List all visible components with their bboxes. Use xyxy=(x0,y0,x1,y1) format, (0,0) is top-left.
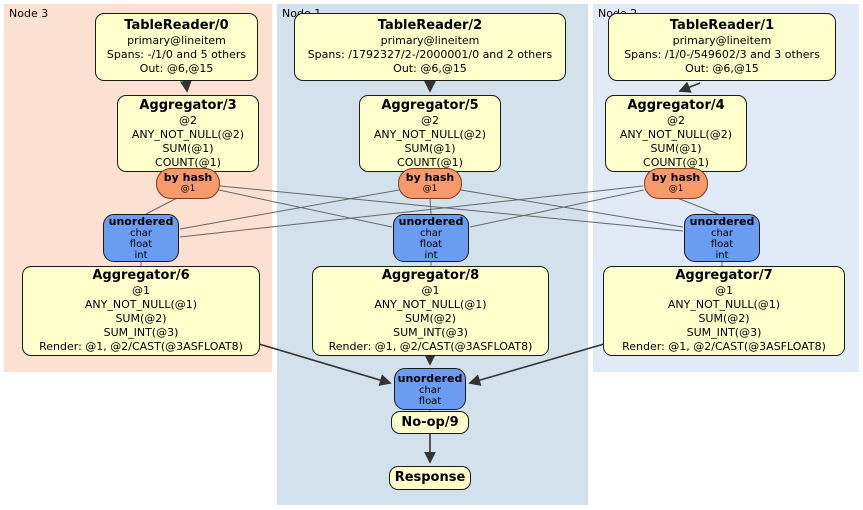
processor-detail: SUM_INT(@3) xyxy=(393,326,468,339)
processor-detail: Spans: /1/0-/549602/3 and 3 others xyxy=(624,48,820,61)
processor-detail: ANY_NOT_NULL(@2) xyxy=(619,127,733,141)
sync-unordered-final: unordered char float xyxy=(394,368,466,410)
processor-detail: SUM(@1) xyxy=(404,141,456,155)
sync-column-type: char xyxy=(418,384,442,396)
processor-title: TableReader/0 xyxy=(124,18,229,33)
processor-detail: SUM_INT(@3) xyxy=(103,326,179,339)
processor-title: Aggregator/6 xyxy=(92,268,190,283)
node-region-label: Node 3 xyxy=(9,7,49,20)
processor-detail: Spans: -/1/0 and 5 others xyxy=(106,48,247,61)
processor-tablereader-0: TableReader/0 primary@lineitem Spans: -/… xyxy=(95,13,258,81)
processor-detail: @1 xyxy=(132,284,150,297)
processor-title: TableReader/1 xyxy=(669,18,775,33)
processor-detail: @1 xyxy=(421,284,440,297)
processor-detail: primary@lineitem xyxy=(380,34,480,47)
sync-column-type: float xyxy=(419,239,443,250)
sync-column-type: int xyxy=(715,250,729,261)
processor-title: TableReader/2 xyxy=(377,18,483,33)
processor-detail: ANY_NOT_NULL(@2) xyxy=(373,127,487,141)
processor-aggregator-6: Aggregator/6 @1 ANY_NOT_NULL(@1) SUM(@2)… xyxy=(22,266,260,356)
processor-detail: Out: @6,@15 xyxy=(393,62,467,75)
processor-title: Aggregator/5 xyxy=(381,97,479,113)
router-detail: @1 xyxy=(422,184,438,194)
processor-aggregator-5: Aggregator/5 @2 ANY_NOT_NULL(@2) SUM(@1)… xyxy=(359,95,501,172)
processor-detail: @2 xyxy=(421,113,439,127)
router-title: by hash xyxy=(651,171,701,184)
processor-title: Aggregator/8 xyxy=(381,268,480,283)
processor-detail: ANY_NOT_NULL(@2) xyxy=(131,127,245,141)
router-title: by hash xyxy=(163,171,213,184)
processor-aggregator-7: Aggregator/7 @1 ANY_NOT_NULL(@1) SUM(@2)… xyxy=(603,266,845,356)
processor-detail: @1 xyxy=(715,284,733,297)
processor-detail: Render: @1, @2/CAST(@3ASFLOAT8) xyxy=(622,340,826,353)
processor-aggregator-4: Aggregator/4 @2 ANY_NOT_NULL(@2) SUM(@1)… xyxy=(605,95,747,172)
processor-detail: SUM(@1) xyxy=(650,141,702,155)
router-by-hash-3: by hash @1 xyxy=(156,168,220,199)
sync-unordered-node1: unordered char float int xyxy=(393,214,469,262)
processor-detail: @2 xyxy=(667,113,685,127)
processor-title: Aggregator/3 xyxy=(139,97,237,113)
router-detail: @1 xyxy=(668,184,684,194)
processor-detail: SUM(@2) xyxy=(115,312,167,325)
processor-detail: SUM(@1) xyxy=(162,141,214,155)
processor-detail: @2 xyxy=(179,113,197,127)
sync-title: unordered xyxy=(689,215,755,228)
sync-column-type: char xyxy=(419,228,443,239)
processor-detail: Out: @6,@15 xyxy=(685,62,759,75)
processor-detail: ANY_NOT_NULL(@1) xyxy=(374,298,487,311)
processor-noop-9: No-op/9 xyxy=(391,411,469,434)
sync-column-type: float xyxy=(129,239,153,250)
processor-detail: Render: @1, @2/CAST(@3ASFLOAT8) xyxy=(39,340,243,353)
processor-aggregator-8: Aggregator/8 @1 ANY_NOT_NULL(@1) SUM(@2)… xyxy=(312,266,549,356)
sync-unordered-node3: unordered char float int xyxy=(103,214,179,262)
processor-tablereader-1: TableReader/1 primary@lineitem Spans: /1… xyxy=(608,13,836,81)
router-title: by hash xyxy=(405,171,455,184)
processor-detail: COUNT(@1) xyxy=(643,155,709,169)
processor-detail: ANY_NOT_NULL(@1) xyxy=(84,298,198,311)
sync-title: unordered xyxy=(397,371,463,385)
sync-title: unordered xyxy=(108,215,174,228)
processor-detail: Out: @6,@15 xyxy=(139,62,214,75)
sync-column-type: char xyxy=(710,228,734,239)
sync-column-type: int xyxy=(134,250,148,261)
processor-detail: COUNT(@1) xyxy=(397,155,463,169)
sync-unordered-node2: unordered char float int xyxy=(684,214,760,262)
response-node: Response xyxy=(389,466,471,490)
processor-title: Response xyxy=(394,470,466,485)
processor-detail: COUNT(@1) xyxy=(155,155,221,169)
sync-column-type: float xyxy=(418,395,442,407)
processor-tablereader-2: TableReader/2 primary@lineitem Spans: /1… xyxy=(294,13,566,81)
sync-title: unordered xyxy=(398,215,464,228)
processor-detail: Render: @1, @2/CAST(@3ASFLOAT8) xyxy=(328,340,533,353)
sync-column-type: int xyxy=(424,250,438,261)
router-detail: @1 xyxy=(180,184,196,194)
processor-title: Aggregator/7 xyxy=(675,268,773,283)
processor-detail: ANY_NOT_NULL(@1) xyxy=(667,298,781,311)
processor-detail: primary@lineitem xyxy=(127,34,226,47)
processor-title: No-op/9 xyxy=(401,414,459,430)
processor-detail: Spans: /1792327/2-/2000001/0 and 2 other… xyxy=(307,48,553,61)
router-by-hash-4: by hash @1 xyxy=(644,168,708,199)
router-by-hash-5: by hash @1 xyxy=(398,168,462,199)
processor-detail: primary@lineitem xyxy=(672,34,772,47)
processor-title: Aggregator/4 xyxy=(627,97,725,113)
processor-aggregator-3: Aggregator/3 @2 ANY_NOT_NULL(@2) SUM(@1)… xyxy=(117,95,259,172)
processor-detail: SUM(@2) xyxy=(404,312,457,325)
processor-detail: SUM(@2) xyxy=(698,312,750,325)
sync-column-type: char xyxy=(129,228,153,239)
sync-column-type: float xyxy=(710,239,734,250)
processor-detail: SUM_INT(@3) xyxy=(686,326,762,339)
